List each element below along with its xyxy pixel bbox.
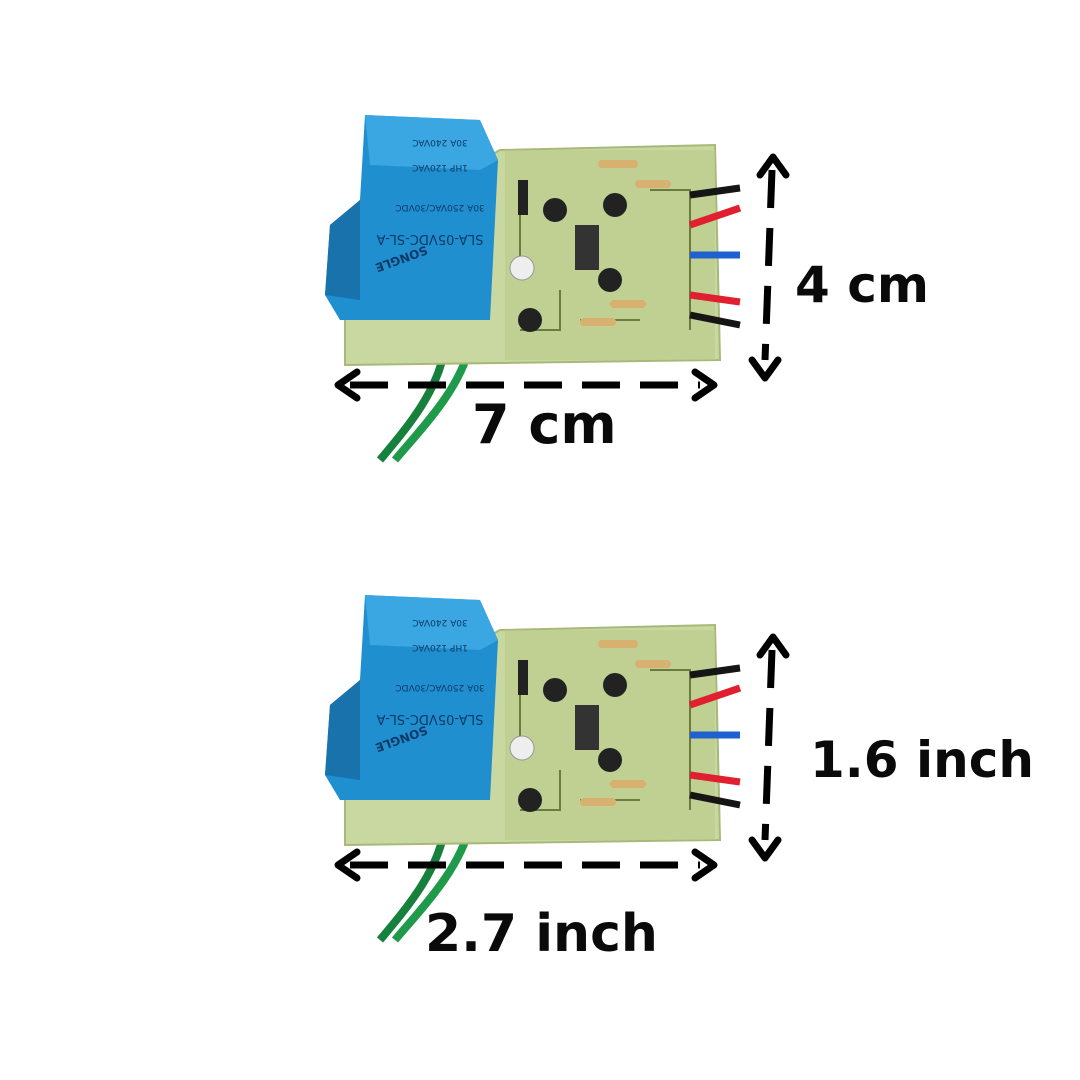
height-dimension-arrow (748, 153, 790, 382)
relay-board-image: SLA-05VDC-SL-A SONGLE 30A 250VAC/30VDC 1… (325, 115, 790, 463)
relay-rating-text: 30A 240VAC (412, 137, 468, 147)
relay-rating-text: 30A 250VAC/30VDC (395, 682, 484, 692)
width-dimension-arrow (334, 368, 718, 402)
ic-chip (575, 705, 599, 750)
transistor (518, 308, 542, 332)
transistor (518, 788, 542, 812)
width-dimension-arrow (334, 848, 718, 882)
transistor (598, 268, 622, 292)
red-wire (689, 771, 741, 786)
ic-chip (575, 225, 599, 270)
red-wire (688, 684, 742, 709)
transistor (598, 748, 622, 772)
red-wire (689, 291, 741, 306)
height-label: 4 cm (795, 256, 929, 314)
relay-rating-text: 30A 240VAC (412, 617, 468, 627)
transistor (603, 193, 627, 217)
relay-model-text: SLA-05VDC-SL-A (376, 711, 483, 726)
width-label: 2.7 inch (425, 904, 658, 964)
relay-rating-text: 1HP 120VAC (412, 642, 468, 652)
black-wire (689, 184, 741, 199)
transistor (543, 678, 567, 702)
resistor (580, 798, 616, 806)
diode (518, 180, 528, 215)
transistor (603, 673, 627, 697)
relay-rating-text: 30A 250VAC/30VDC (395, 202, 484, 212)
height-label: 1.6 inch (810, 731, 1034, 789)
product-photo-top: SLA-05VDC-SL-A SONGLE 30A 250VAC/30VDC 1… (325, 115, 929, 463)
resistor (610, 300, 646, 308)
resistor (598, 640, 638, 648)
product-photo-bottom: SLA-05VDC-SL-A SONGLE 30A 250VAC/30VDC 1… (0, 480, 1080, 1020)
relay-model-text: SLA-05VDC-SL-A (376, 231, 483, 246)
red-wire (688, 204, 742, 229)
resistor (635, 180, 671, 188)
black-wire (689, 664, 741, 679)
resistor (598, 160, 638, 168)
led (509, 255, 535, 281)
relay-rating-text: 1HP 120VAC (412, 162, 468, 172)
black-wire (689, 791, 741, 809)
relay-board-image: SLA-05VDC-SL-A SONGLE 30A 250VAC/30VDC 1… (325, 595, 790, 943)
resistor (580, 318, 616, 326)
led (509, 735, 535, 761)
diode (518, 660, 528, 695)
transistor (543, 198, 567, 222)
resistor (610, 780, 646, 788)
height-dimension-arrow (748, 633, 790, 862)
resistor (635, 660, 671, 668)
width-label: 7 cm (472, 393, 617, 456)
black-wire (689, 311, 741, 329)
